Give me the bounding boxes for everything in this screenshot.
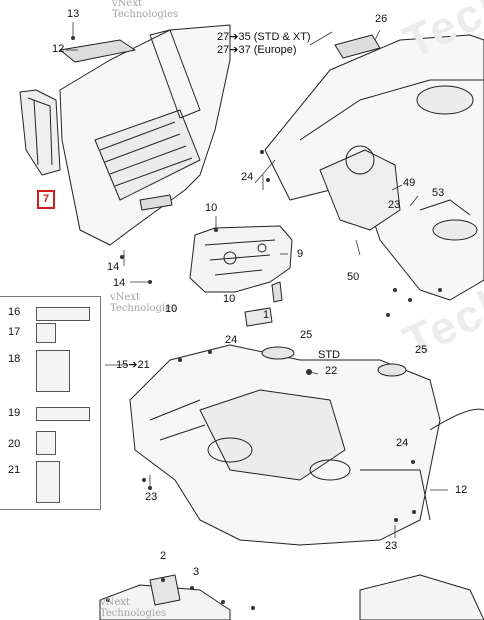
callout-9: 9 xyxy=(297,248,304,260)
decal-label-19: 19 xyxy=(8,407,21,419)
callout-23-left: 23 xyxy=(145,491,158,503)
callout-24-right: 24 xyxy=(396,437,409,449)
decal-label-18: 18 xyxy=(8,353,21,365)
decal-17-graphic xyxy=(36,323,56,343)
decal-18-graphic xyxy=(36,350,70,392)
callout-50: 50 xyxy=(347,271,360,283)
std-label: STD xyxy=(318,349,340,361)
callout-24-middle: 24 xyxy=(225,334,238,346)
reference-15-to-21: 15➔21 xyxy=(116,359,150,371)
decal-20-graphic xyxy=(36,431,56,455)
header-note-line-1: 27➔35 (STD & XT) xyxy=(217,31,311,43)
callout-10-top: 10 xyxy=(205,202,218,214)
callout-13: 13 xyxy=(67,8,80,20)
decal-label-16: 16 xyxy=(8,306,21,318)
callout-14-upper: 14 xyxy=(107,261,120,273)
leader-lines xyxy=(66,22,448,538)
callout-53: 53 xyxy=(432,187,445,199)
callout-22: 22 xyxy=(325,365,338,377)
callout-24-top: 24 xyxy=(241,171,254,183)
callout-14-lower: 14 xyxy=(113,277,126,289)
callout-25-left: 25 xyxy=(300,329,313,341)
callout-10-middle: 10 xyxy=(223,293,236,305)
decal-label-20: 20 xyxy=(8,438,21,450)
callout-23-right: 23 xyxy=(385,540,398,552)
decal-label-21: 21 xyxy=(8,464,21,476)
front-fender-assembly xyxy=(129,344,484,546)
callout-10-left: 10 xyxy=(165,303,178,315)
callout-23-top: 23 xyxy=(388,199,401,211)
decal-label-17: 17 xyxy=(8,326,21,338)
callout-49: 49 xyxy=(403,177,416,189)
left-footrest-assembly xyxy=(19,24,231,246)
rear-fender-assembly xyxy=(264,34,484,301)
callout-12-top: 12 xyxy=(52,43,65,55)
callout-1: 1 xyxy=(263,309,270,321)
callout-25-right: 25 xyxy=(415,344,428,356)
decal-19-graphic xyxy=(36,407,90,421)
decal-16-graphic xyxy=(36,307,90,321)
callout-7-highlighted: 7 xyxy=(37,190,56,209)
callout-2: 2 xyxy=(160,550,167,562)
lower-bracket-assembly xyxy=(99,574,484,620)
decal-21-graphic xyxy=(36,461,60,503)
callout-3: 3 xyxy=(193,566,200,578)
center-bracket-assembly xyxy=(189,225,293,327)
decal-panel: 16 17 18 19 20 21 xyxy=(0,296,101,510)
fasteners xyxy=(71,36,442,610)
callout-26: 26 xyxy=(375,13,388,25)
header-note-line-2: 27➔37 (Europe) xyxy=(217,44,297,56)
callout-12-right: 12 xyxy=(455,484,468,496)
